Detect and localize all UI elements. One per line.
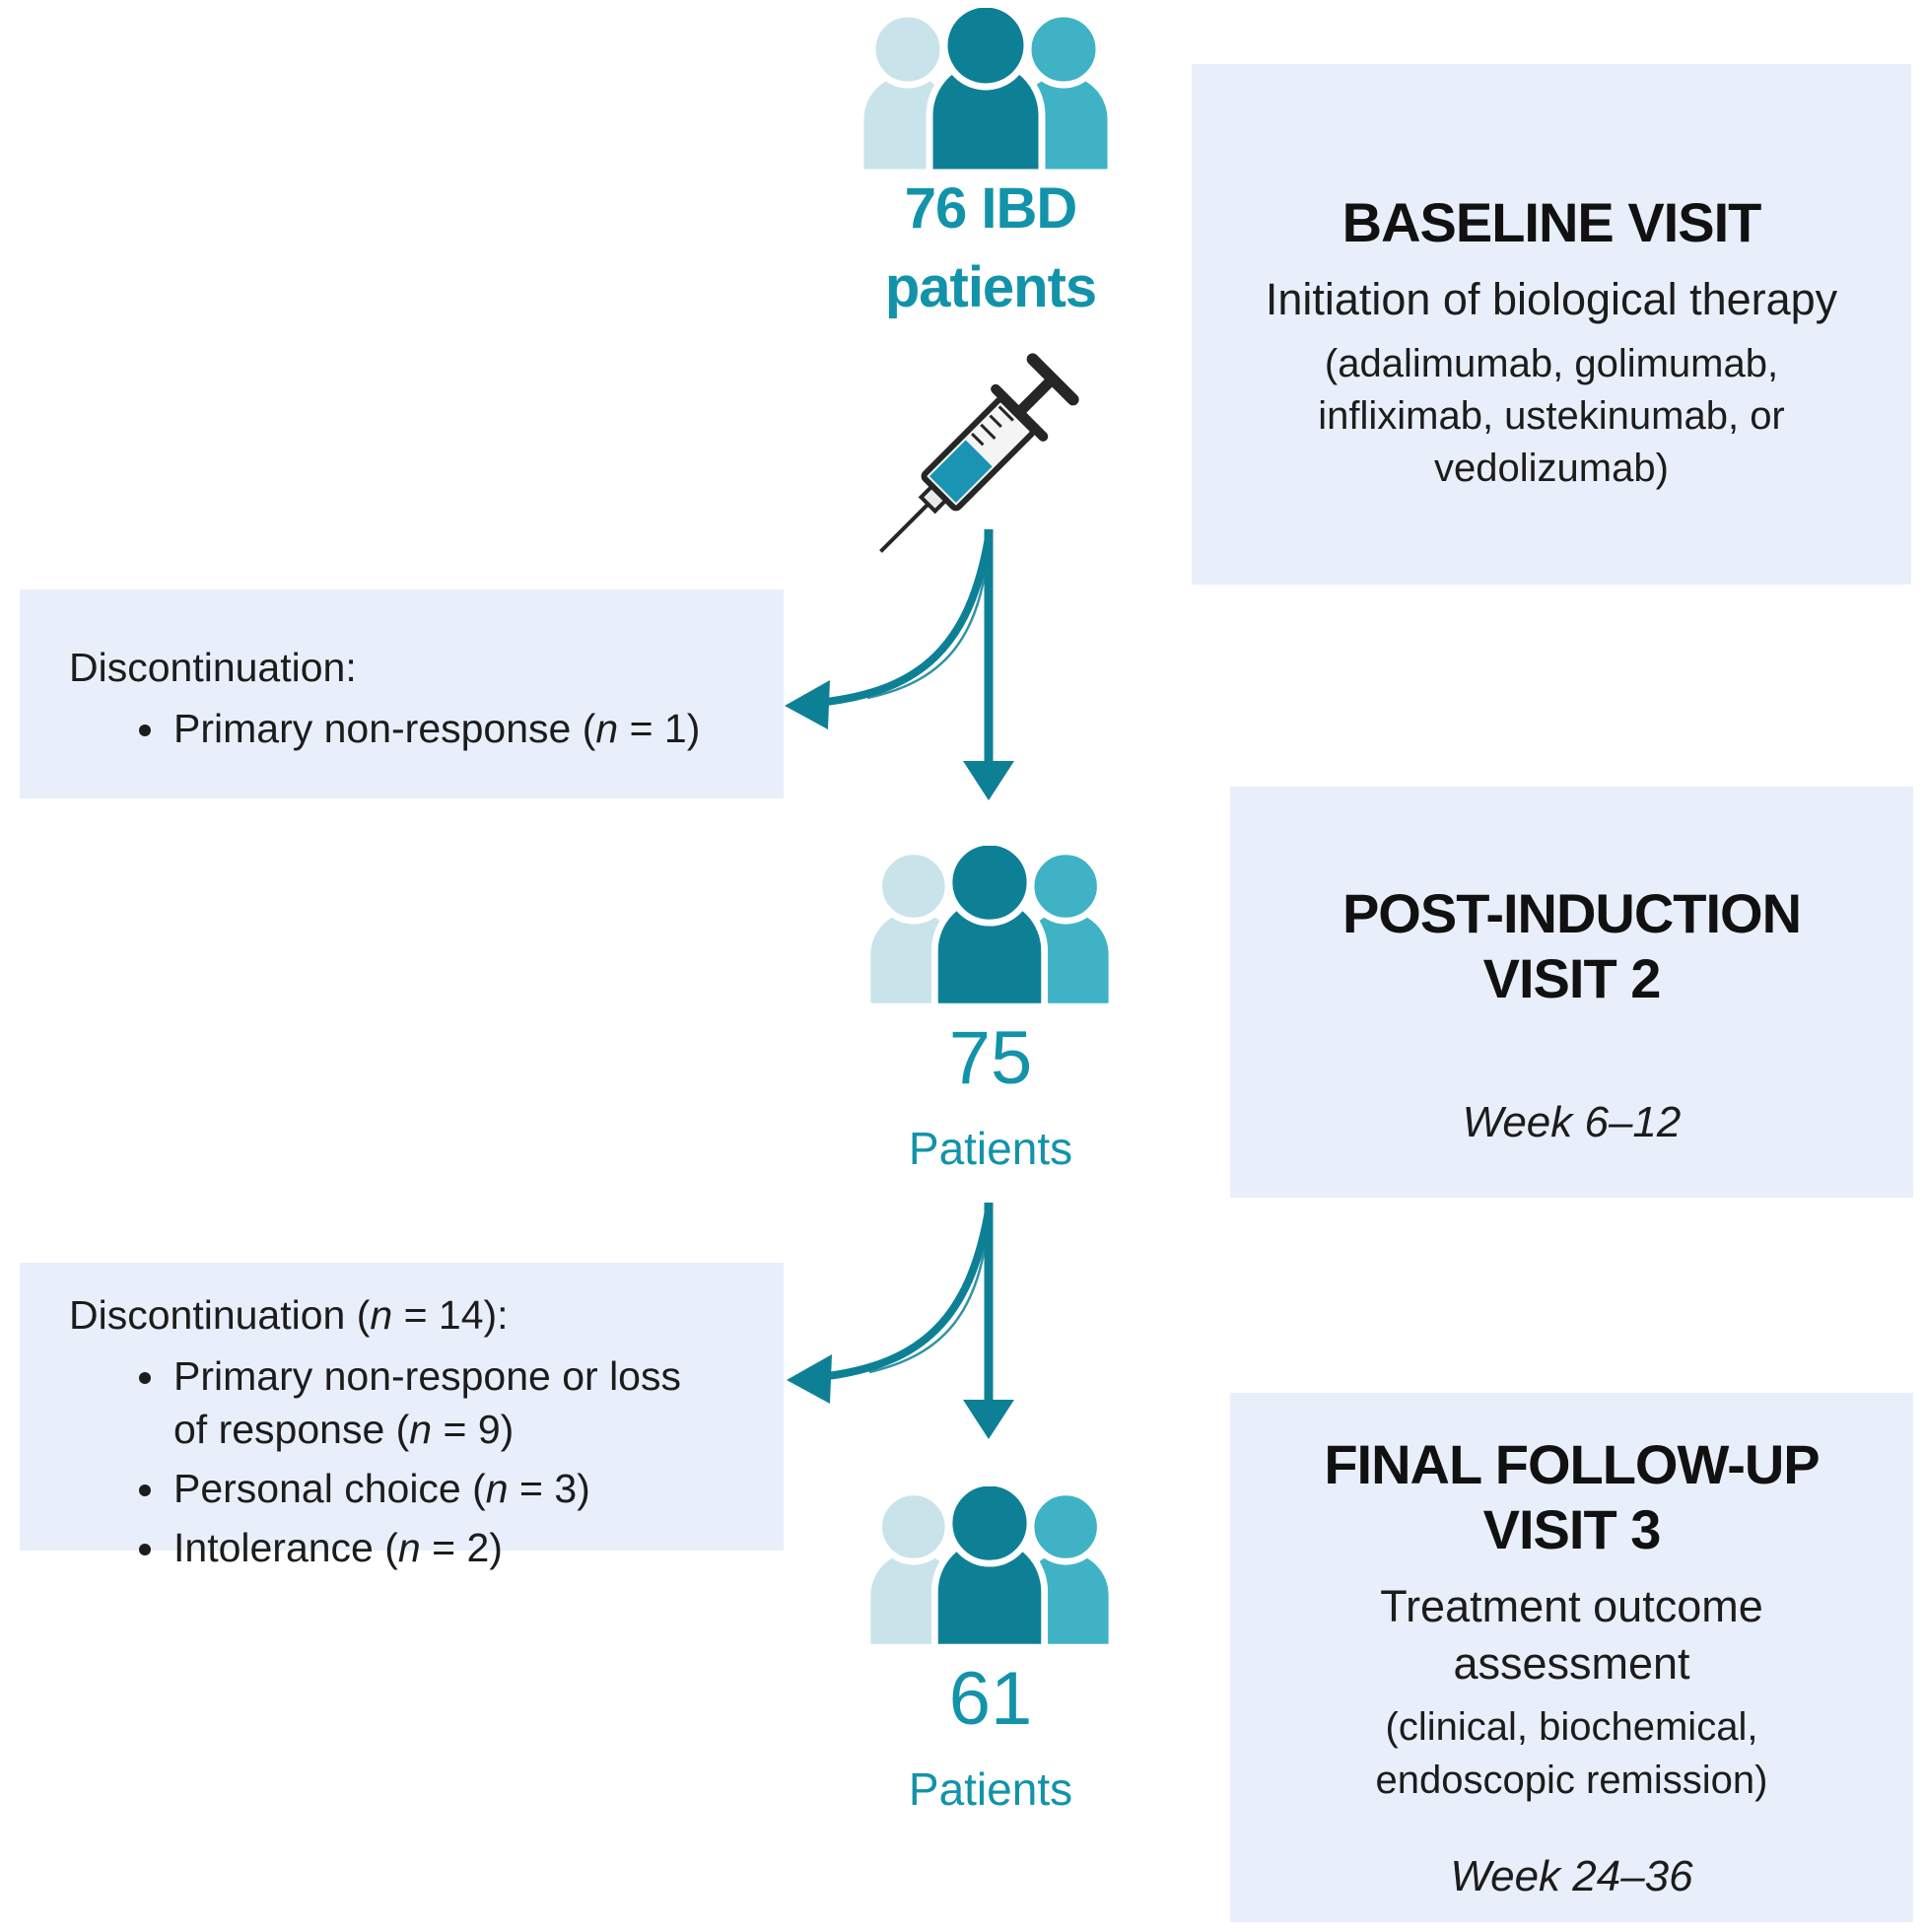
discontinuation-1-list: Primary non-response (n = 1) — [69, 702, 764, 755]
discontinuation-2-heading: Discontinuation (n = 14): — [69, 1292, 509, 1338]
start-cohort-label: 76 IBD patients — [744, 170, 1237, 327]
final-cohort-label: 61 Patients — [744, 1662, 1237, 1816]
discontinuation-1-heading: Discontinuation: — [69, 645, 357, 690]
baseline-visit-panel: BASELINE VISIT Initiation of biological … — [1192, 64, 1911, 585]
start-cohort-line1: 76 IBD — [904, 176, 1078, 241]
patients-group-icon — [858, 846, 1122, 1011]
patients-group-icon — [858, 1486, 1122, 1652]
baseline-visit-details: (adalimumab, golimumab, infliximab, uste… — [1318, 341, 1785, 491]
baseline-visit-subtitle: Initiation of biological therapy — [1265, 274, 1838, 325]
patients-group-icon — [850, 8, 1122, 177]
final-patients-label: Patients — [908, 1763, 1073, 1815]
final-follow-up-week-label: Week 24–36 — [1450, 1851, 1693, 1900]
list-item: Intolerance (n = 2) — [170, 1521, 764, 1574]
list-item: Personal choice (n = 3) — [170, 1462, 764, 1515]
final-follow-up-subtitle: Treatment outcome assessment — [1380, 1581, 1763, 1689]
discontinuation-box-1: Discontinuation: Primary non-response (n… — [20, 589, 784, 798]
post-induction-count: 75 — [948, 1016, 1033, 1100]
post-induction-cohort-label: 75 Patients — [744, 1021, 1237, 1175]
final-follow-up-visit-panel: FINAL FOLLOW-UP VISIT 3 Treatment outcom… — [1230, 1393, 1913, 1922]
list-item: Primary non-response (n = 1) — [170, 702, 764, 755]
syringe-icon — [836, 333, 1104, 591]
discontinuation-2-list: Primary non-respone or loss of response … — [69, 1349, 764, 1574]
post-induction-week-label: Week 6–12 — [1462, 1098, 1682, 1147]
start-cohort-line2: patients — [884, 255, 1097, 320]
post-induction-patients-label: Patients — [908, 1123, 1073, 1174]
flow-arrow-down-2-icon — [963, 1203, 1014, 1439]
discontinuation-box-2: Discontinuation (n = 14): Primary non-re… — [20, 1263, 784, 1570]
discontinuation-arrow-2-icon — [787, 1209, 993, 1404]
post-induction-visit-panel: POST-INDUCTION VISIT 2 Week 6–12 — [1230, 787, 1913, 1198]
final-follow-up-details: (clinical, biochemical, endoscopic remis… — [1375, 1705, 1768, 1802]
final-follow-up-title: FINAL FOLLOW-UP VISIT 3 — [1324, 1433, 1820, 1561]
list-item: Primary non-respone or loss of response … — [170, 1349, 716, 1456]
post-induction-title: POST-INDUCTION VISIT 2 — [1341, 882, 1802, 1010]
baseline-visit-title: BASELINE VISIT — [1341, 191, 1762, 253]
final-count: 61 — [948, 1657, 1033, 1741]
